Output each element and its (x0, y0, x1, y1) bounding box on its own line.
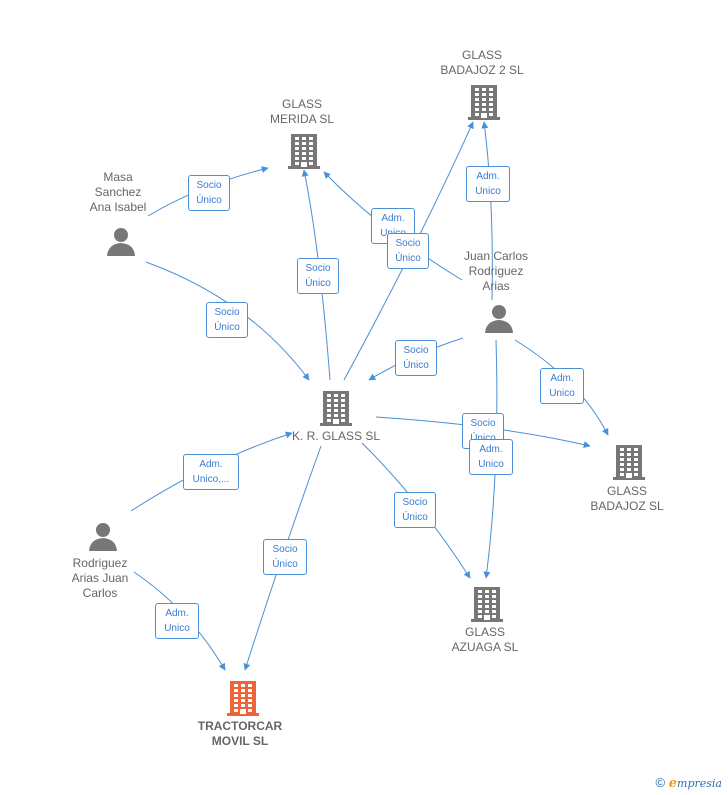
building-icon (227, 681, 259, 716)
brand-logo-text: mpresia (677, 777, 722, 790)
edge-label-jc-badajoz[interactable]: Adm. Unico (540, 368, 584, 404)
building-icon (288, 134, 320, 169)
edge-label-ra-tractorcar[interactable]: Adm. Unico (155, 603, 199, 639)
node-juan-carlos[interactable] (484, 303, 514, 338)
building-icon (320, 391, 352, 426)
edge-label-kr-azuaga[interactable]: Socio Único (394, 492, 436, 528)
edge-jc-badajoz2 (481, 121, 493, 301)
edge-label-masa-kr[interactable]: Socio Único (206, 302, 248, 338)
node-label-kr-glass[interactable]: K. R. GLASS SL (291, 429, 381, 443)
node-label-tractorcar[interactable]: TRACTORCAR MOVIL SL (197, 719, 283, 748)
node-kr-glass[interactable] (320, 390, 352, 431)
edge-label-kr-merida[interactable]: Socio Único (297, 258, 339, 294)
node-glass-badajoz2[interactable] (468, 84, 500, 125)
person-icon (485, 305, 513, 333)
node-label-masa-sanchez[interactable]: Masa Sanchez Ana Isabel (89, 170, 147, 214)
node-tractorcar[interactable] (227, 680, 259, 721)
node-label-juan-carlos[interactable]: Juan Carlos Rodriguez Arias (463, 249, 529, 293)
building-icon (468, 85, 500, 120)
edge-label-jc-badajoz2[interactable]: Adm. Unico (466, 166, 510, 202)
node-label-glass-badajoz2[interactable]: GLASS BADAJOZ 2 SL (440, 48, 524, 77)
node-rodriguez-arias[interactable] (88, 521, 118, 556)
node-label-glass-badajoz[interactable]: GLASS BADAJOZ SL (590, 484, 664, 513)
copyright-symbol: © (655, 775, 666, 790)
person-icon (89, 523, 117, 551)
brand-logo-initial: e (668, 776, 678, 791)
node-label-glass-azuaga[interactable]: GLASS AZUAGA SL (451, 625, 519, 654)
node-label-rodriguez-arias[interactable]: Rodriguez Arias Juan Carlos (71, 556, 129, 600)
person-icon (107, 228, 135, 256)
footer-brand: © empresia (656, 775, 722, 791)
node-label-glass-merida[interactable]: GLASS MERIDA SL (269, 97, 335, 126)
edge-label-kr-badajoz2[interactable]: Socio Único (387, 233, 429, 269)
node-masa-sanchez[interactable] (106, 226, 136, 261)
edge-label-jc-azuaga[interactable]: Adm. Unico (469, 439, 513, 475)
edge-label-jc-kr[interactable]: Socio Único (395, 340, 437, 376)
node-glass-merida[interactable] (288, 133, 320, 174)
edge-label-ra-kr[interactable]: Adm. Unico,... (183, 454, 239, 490)
node-glass-badajoz[interactable] (613, 444, 645, 485)
edge-label-kr-tractorcar[interactable]: Socio Único (263, 539, 307, 575)
node-glass-azuaga[interactable] (471, 586, 503, 627)
edge-label-masa-merida[interactable]: Socio Único (188, 175, 230, 211)
building-icon (471, 587, 503, 622)
building-icon (613, 445, 645, 480)
